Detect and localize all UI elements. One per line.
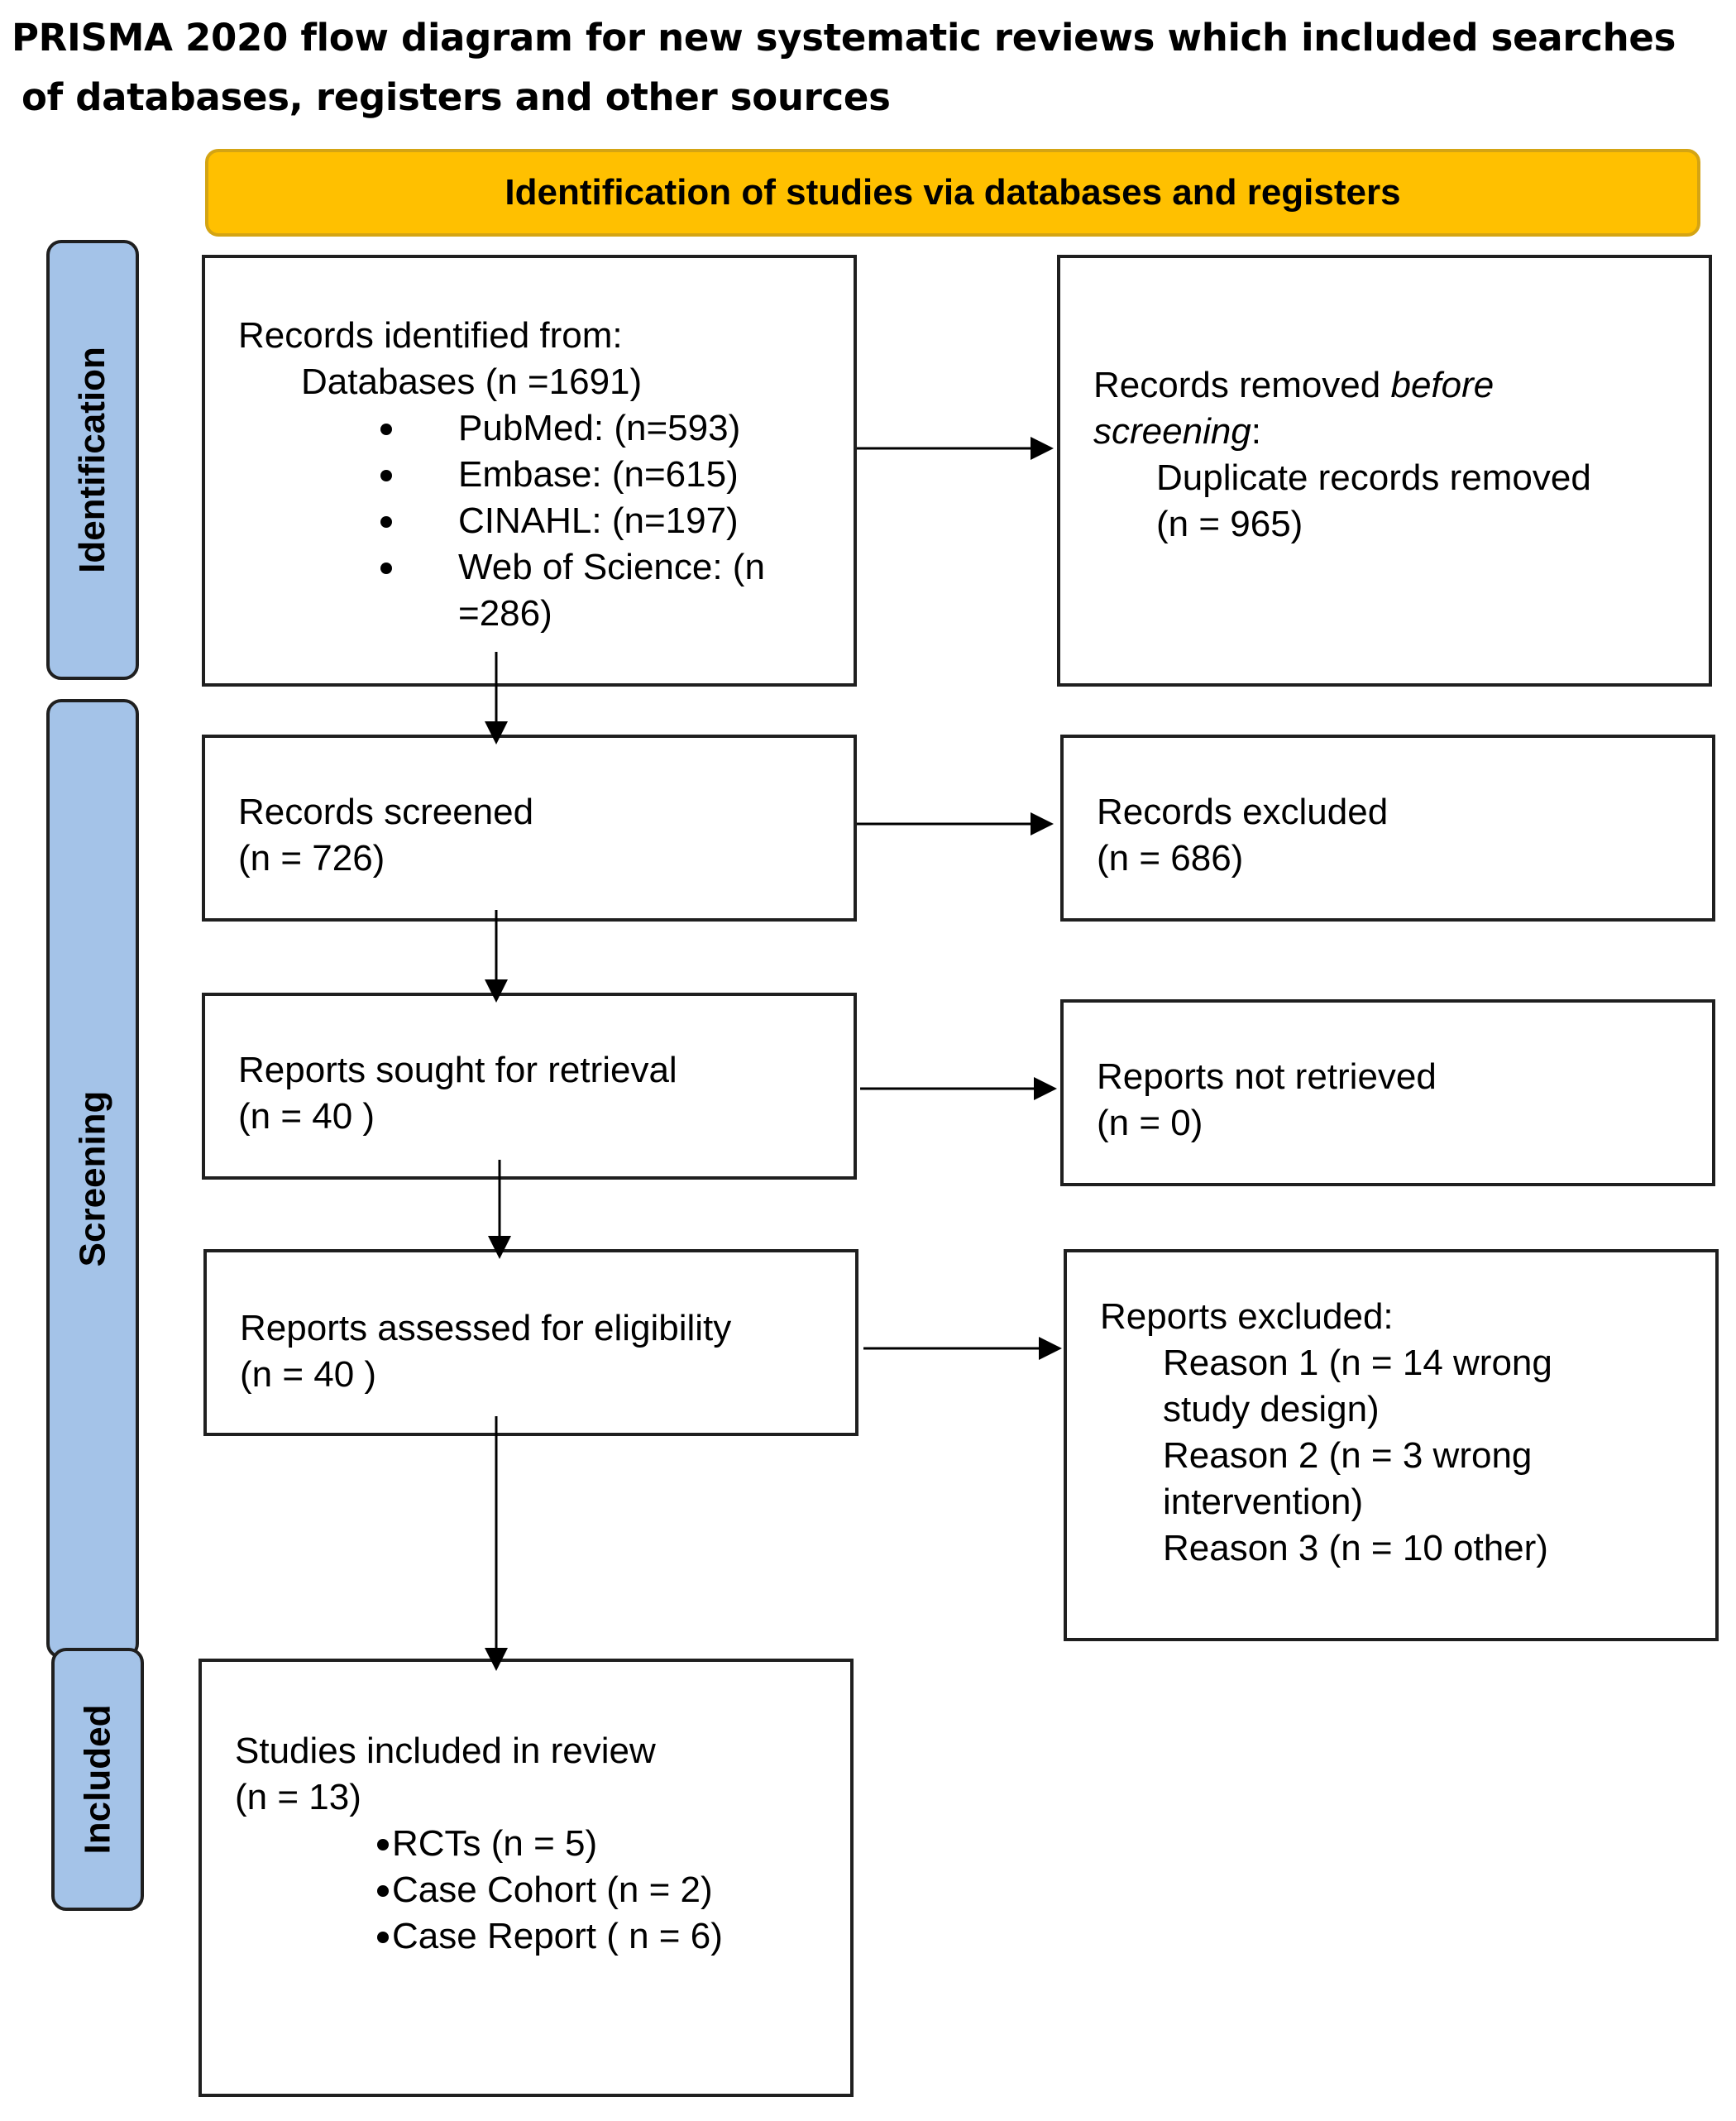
reason-1-detail: study design): [1163, 1389, 1380, 1429]
studies-included-label: Studies included in review: [235, 1731, 656, 1771]
arrowhead-assessed-to-excluded: [1039, 1337, 1062, 1360]
arrowhead-assessed-to-included: [485, 1648, 508, 1671]
database-list: PubMed: (n=593) Embase: (n=615) CINAHL: …: [238, 405, 820, 637]
list-item: Case Report ( n = 6): [235, 1913, 817, 1960]
list-item: RCTs (n = 5): [235, 1821, 817, 1867]
records-excluded-count: (n = 686): [1097, 838, 1244, 879]
records-removed-line-2: screening:: [1093, 409, 1676, 455]
reports-assessed-box: Reports assessed for eligibility (n = 40…: [203, 1249, 858, 1436]
arrowhead-identified-to-screened: [485, 721, 508, 745]
duplicates-count: (n = 965): [1156, 504, 1303, 544]
source-embase: Embase: (n=615): [458, 454, 739, 495]
records-removed-colon: :: [1251, 411, 1262, 452]
records-screened-box: Records screened (n = 726): [202, 735, 857, 922]
records-screened-count: (n = 726): [238, 838, 385, 879]
study-type-case-cohort: Case Cohort (n = 2): [392, 1870, 713, 1910]
reports-assessed-label: Reports assessed for eligibility: [240, 1308, 732, 1348]
reports-not-retrieved-count: (n = 0): [1097, 1103, 1203, 1143]
phase-screening: Screening: [46, 699, 139, 1659]
phase-included: Included: [51, 1648, 144, 1911]
list-item: Web of Science: (n =286): [238, 544, 822, 637]
study-type-case-report: Case Report ( n = 6): [392, 1916, 723, 1956]
databases-count: Databases (n =1691): [301, 361, 643, 402]
reports-sought-box: Reports sought for retrieval (n = 40 ): [202, 993, 857, 1180]
reports-assessed-count: (n = 40 ): [240, 1354, 377, 1395]
records-removed-text: Records removed: [1093, 365, 1391, 405]
reports-excluded-box: Reports excluded: Reason 1 (n = 14 wrong…: [1064, 1249, 1719, 1641]
source-web-of-science: Web of Science: (n =286): [458, 547, 765, 634]
source-cinahl: CINAHL: (n=197): [458, 500, 739, 541]
studies-included-count: (n = 13): [235, 1777, 361, 1817]
reports-sought-label: Reports sought for retrieval: [238, 1050, 677, 1090]
arrowhead-sought-to-not-retrieved: [1034, 1077, 1057, 1100]
reports-not-retrieved-label: Reports not retrieved: [1097, 1056, 1437, 1097]
list-item: PubMed: (n=593): [238, 405, 820, 452]
duplicates-removed: Duplicate records removed: [1156, 457, 1591, 498]
list-item: Case Cohort (n = 2): [235, 1867, 817, 1913]
reason-3: Reason 3 (n = 10 other): [1163, 1528, 1548, 1568]
records-screened-label: Records screened: [238, 792, 534, 832]
records-excluded-box: Records excluded (n = 686): [1060, 735, 1715, 922]
records-identified-heading: Records identified from:: [238, 315, 623, 356]
reports-sought-count: (n = 40 ): [238, 1096, 375, 1137]
title-line-1: PRISMA 2020 flow diagram for new systema…: [12, 16, 1676, 60]
source-pubmed: PubMed: (n=593): [458, 408, 741, 448]
records-removed-before: before: [1390, 365, 1494, 405]
records-removed-screening: screening: [1093, 411, 1251, 452]
identification-banner: Identification of studies via databases …: [205, 149, 1700, 237]
reason-2-detail: intervention): [1163, 1482, 1364, 1522]
arrowhead-identified-to-removed: [1031, 437, 1054, 460]
arrowhead-sought-to-assessed: [488, 1236, 511, 1259]
list-item: Embase: (n=615): [238, 452, 820, 498]
studies-included-box: Studies included in review (n = 13) RCTs…: [198, 1659, 854, 2097]
arrowhead-screened-to-excluded: [1031, 812, 1054, 835]
diagram-title: PRISMA 2020 flow diagram for new systema…: [12, 8, 1715, 127]
records-excluded-label: Records excluded: [1097, 792, 1389, 832]
reports-not-retrieved-box: Reports not retrieved (n = 0): [1060, 999, 1715, 1186]
title-line-2: of databases, registers and other source…: [22, 75, 891, 119]
list-item: CINAHL: (n=197): [238, 498, 820, 544]
reports-excluded-heading: Reports excluded:: [1100, 1296, 1394, 1337]
reason-2: Reason 2 (n = 3 wrong: [1163, 1435, 1533, 1476]
study-type-list: RCTs (n = 5) Case Cohort (n = 2) Case Re…: [235, 1821, 817, 1960]
records-identified-box: Records identified from: Databases (n =1…: [202, 255, 857, 687]
study-type-rcts: RCTs (n = 5): [392, 1823, 598, 1864]
reason-1: Reason 1 (n = 14 wrong: [1163, 1343, 1552, 1383]
records-removed-box: Records removed before screening: Duplic…: [1057, 255, 1712, 687]
phase-identification: Identification: [46, 240, 139, 680]
arrowhead-screened-to-sought: [485, 979, 508, 1003]
records-removed-line-1: Records removed before: [1093, 362, 1676, 409]
